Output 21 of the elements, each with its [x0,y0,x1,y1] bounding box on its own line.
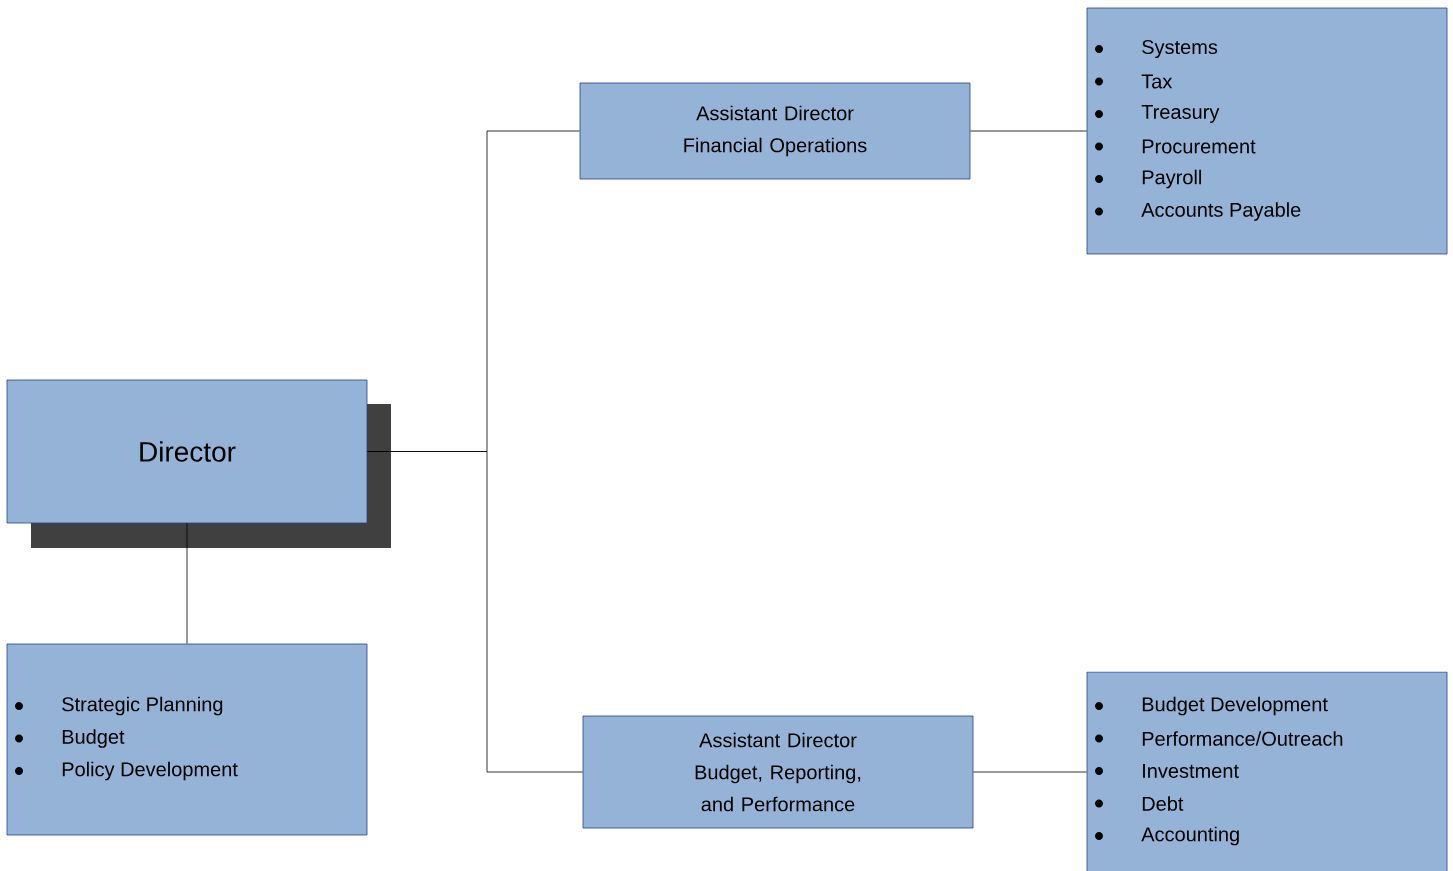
list-item: Budget [15,729,125,748]
director-box: Director [6,379,368,524]
connector-line [970,130,1087,132]
list-item: Performance/Outreach [1095,731,1343,746]
list-item: Investment [1095,764,1239,778]
list-item: Accounts Payable [1095,202,1301,221]
list-item: Strategic Planning [15,696,223,716]
list-item: Debt [1095,796,1184,811]
list-item: Systems [1095,39,1218,59]
connector-line [973,771,1087,773]
position-box: Assistant Director Financial Operations [579,82,971,180]
list-item: Procurement [1095,139,1256,154]
list-item: Budget Development [1095,696,1328,716]
connector-line [186,523,188,644]
list-item: Accounting [1095,826,1239,846]
list-item: Policy Development [15,761,238,781]
connector-line [367,451,583,773]
list-item: Payroll [1095,169,1201,189]
list-item: Tax [1095,74,1173,89]
position-box: Assistant Director Budget, Reporting, and Performance [582,715,974,829]
list-item: Treasury [1095,105,1220,123]
